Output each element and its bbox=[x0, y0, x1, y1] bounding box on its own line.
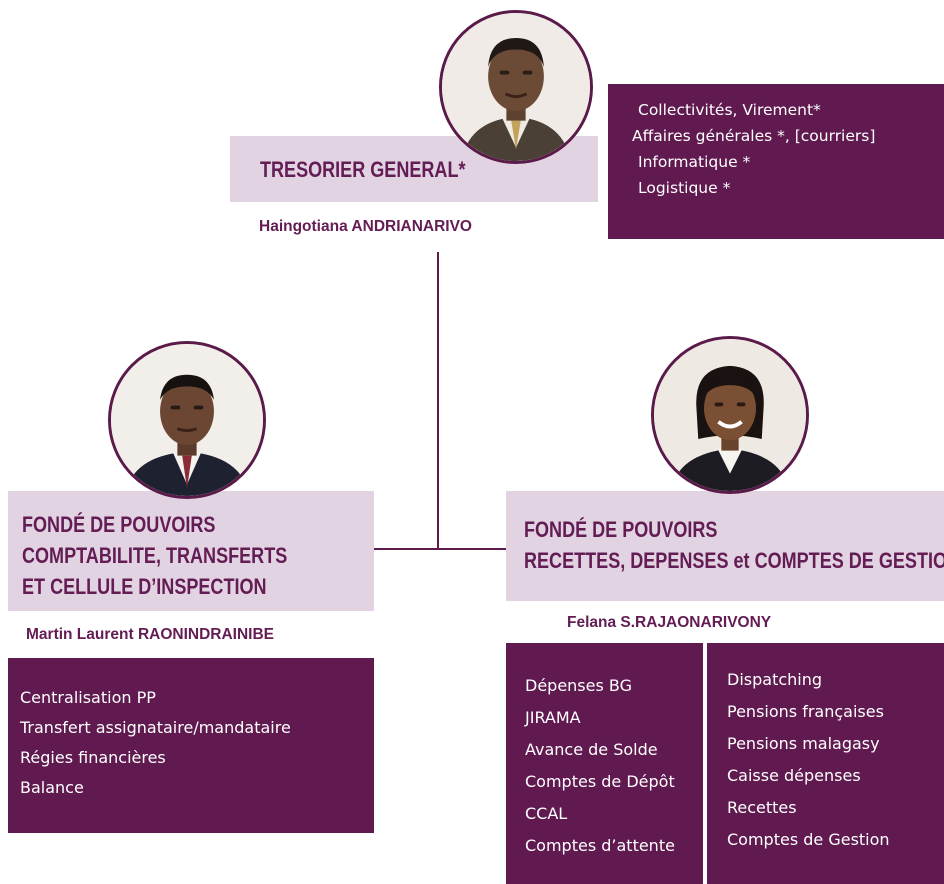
fonde-right-duty: Avance de Solde bbox=[525, 740, 658, 759]
fonde-left-name: Martin Laurent RAONINDRAINIBE bbox=[26, 626, 275, 643]
fonde-right-duty: CCAL bbox=[525, 804, 568, 823]
connector-vertical bbox=[437, 252, 439, 550]
fonde-right-duty: Comptes d’attente bbox=[525, 836, 675, 855]
fonde-right-name: Felana S.RAJAONARIVONY bbox=[567, 614, 772, 631]
fonde-right-duty: Pensions malagasy bbox=[727, 734, 880, 753]
fonde-left-title-line: COMPTABILITE, TRANSFERTS bbox=[22, 543, 288, 568]
fonde-left-avatar bbox=[108, 341, 266, 499]
tresorier-duty: Logistique * bbox=[638, 179, 731, 197]
fonde-right-duties-col2: Dispatching Pensions françaises Pensions… bbox=[707, 643, 944, 884]
fonde-left-duty: Balance bbox=[20, 778, 84, 797]
fonde-right-duty: Comptes de Dépôt bbox=[525, 772, 675, 791]
fonde-left-duty: Centralisation PP bbox=[20, 688, 156, 707]
fonde-right-title-box: FONDÉ DE POUVOIRS RECETTES, DEPENSES et … bbox=[506, 491, 944, 601]
fonde-right-title-line: RECETTES, DEPENSES et COMPTES DE GESTION bbox=[524, 548, 944, 573]
tresorier-avatar bbox=[439, 10, 593, 164]
fonde-left-duty: Transfert assignataire/mandataire bbox=[20, 718, 291, 737]
fonde-right-duty: Dispatching bbox=[727, 670, 823, 689]
fonde-right-title-line: FONDÉ DE POUVOIRS bbox=[524, 517, 718, 542]
tresorier-name: Haingotiana ANDRIANARIVO bbox=[259, 218, 472, 235]
fonde-left-title-box: FONDÉ DE POUVOIRS COMPTABILITE, TRANSFER… bbox=[8, 491, 374, 611]
fonde-right-duty: Caisse dépenses bbox=[727, 766, 861, 785]
fonde-left-portrait bbox=[111, 344, 263, 496]
fonde-right-duty: Comptes de Gestion bbox=[727, 830, 890, 849]
fonde-right-duty: Recettes bbox=[727, 798, 797, 817]
fonde-right-duties-col1: Dépenses BG JIRAMA Avance de Solde Compt… bbox=[506, 643, 703, 884]
tresorier-duties-panel: Collectivités, Virement* Affaires généra… bbox=[608, 84, 944, 239]
fonde-right-duty: Pensions françaises bbox=[727, 702, 884, 721]
fonde-right-portrait bbox=[654, 339, 806, 491]
tresorier-portrait bbox=[442, 13, 590, 161]
fonde-right-duty: Dépenses BG bbox=[525, 676, 632, 695]
fonde-right-avatar bbox=[651, 336, 809, 494]
fonde-left-duties-panel: Centralisation PP Transfert assignataire… bbox=[8, 658, 374, 833]
fonde-left-duty: Régies financières bbox=[20, 748, 166, 767]
connector-horizontal bbox=[373, 548, 506, 550]
tresorier-duty: Affaires générales *, [courriers] bbox=[632, 127, 876, 145]
fonde-right-duty: JIRAMA bbox=[525, 708, 581, 727]
fonde-left-title-line: ET CELLULE D’INSPECTION bbox=[22, 574, 267, 599]
tresorier-duty: Collectivités, Virement* bbox=[638, 101, 821, 119]
tresorier-title: TRESORIER GENERAL* bbox=[260, 157, 466, 182]
tresorier-duty: Informatique * bbox=[638, 153, 751, 171]
fonde-left-title-line: FONDÉ DE POUVOIRS bbox=[22, 512, 216, 537]
